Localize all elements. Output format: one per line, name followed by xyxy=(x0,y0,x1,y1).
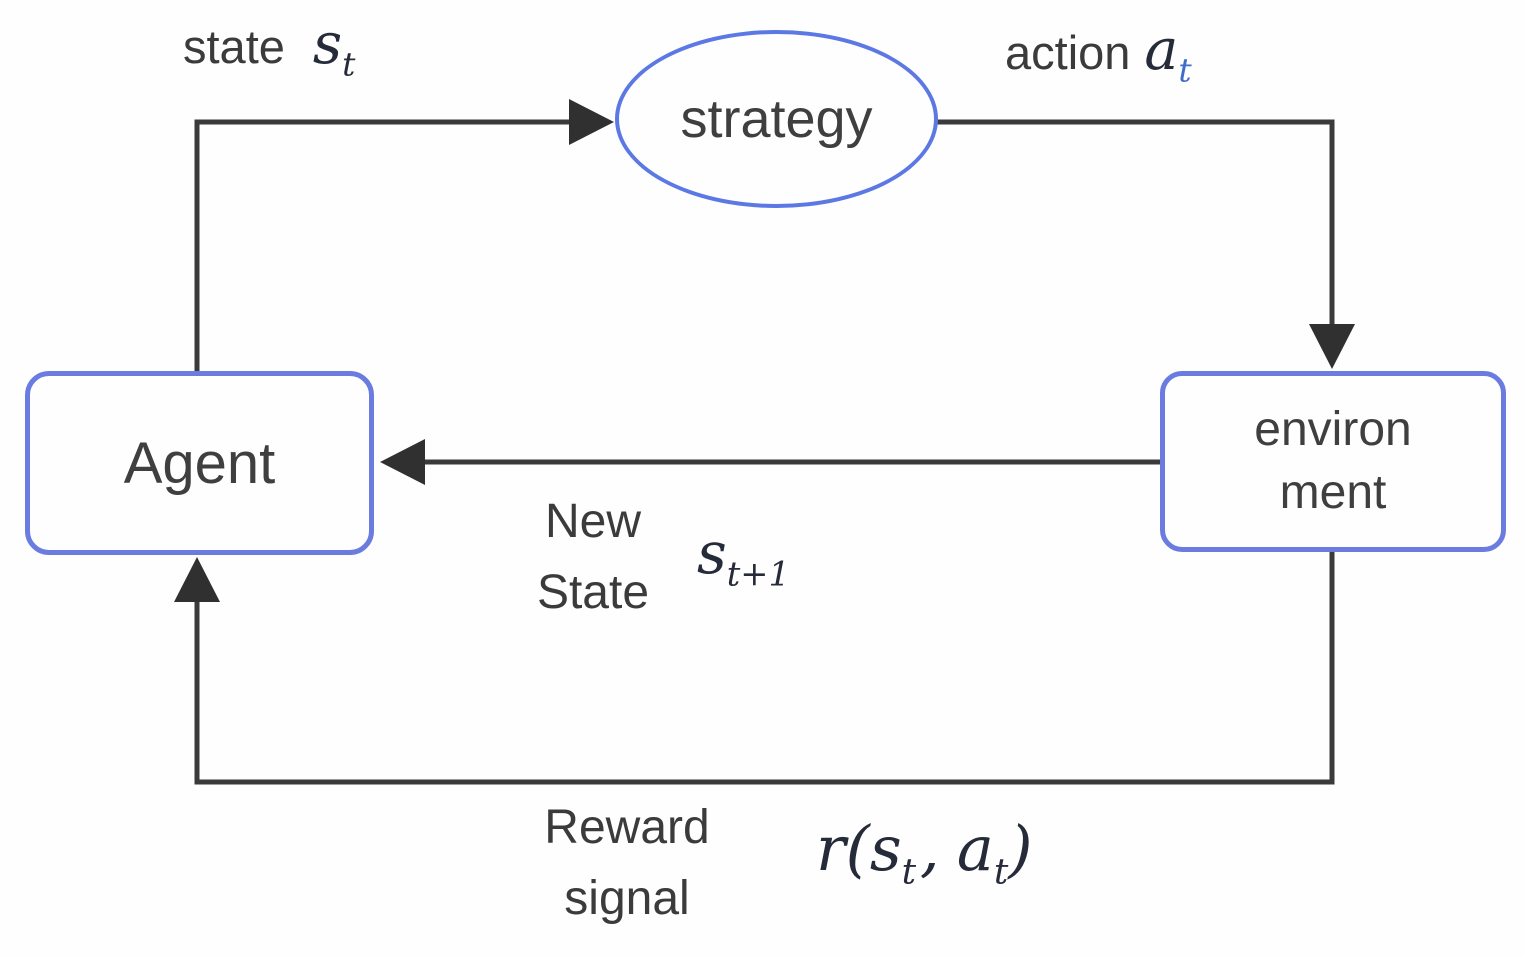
reward-formula-open-paren: ( xyxy=(845,812,870,885)
reward-formula-arg2-subscript: t xyxy=(993,851,1009,893)
reward-arrow xyxy=(174,551,1335,785)
reward-formula-comma: , xyxy=(919,812,940,885)
state-arrowhead-icon xyxy=(569,99,614,145)
action-arrow-line xyxy=(937,119,1335,330)
environment-node: environ ment xyxy=(1160,371,1506,552)
action-arrow xyxy=(937,119,1355,369)
state-word: state xyxy=(183,20,285,73)
action-symbol-subscript: t xyxy=(1178,50,1192,90)
agent-label: Agent xyxy=(123,430,276,496)
environment-label-line2: ment xyxy=(1279,465,1387,519)
new-state-arrow xyxy=(380,439,1160,485)
reward-arrowhead-icon xyxy=(174,557,220,602)
action-edge-label: action at xyxy=(1005,22,1192,90)
state-symbol: st xyxy=(313,16,356,84)
reward-word-line2: signal xyxy=(564,872,690,926)
state-edge-label: state st xyxy=(183,16,356,84)
reward-edge-label: Reward signal xyxy=(527,792,727,934)
reward-formula-close-paren: ) xyxy=(1008,812,1033,885)
reward-formula-fn: r xyxy=(816,812,846,885)
reward-formula-arg1-subscript: t xyxy=(901,851,917,893)
strategy-node: strategy xyxy=(615,30,938,208)
reward-formula-arg2: a xyxy=(956,812,994,885)
state-symbol-subscript: t xyxy=(342,44,356,84)
reward-formula: r(st,at) xyxy=(816,818,1033,890)
state-arrow-line xyxy=(194,119,572,371)
action-symbol: at xyxy=(1144,22,1192,90)
new-state-arrowhead-icon xyxy=(380,439,425,485)
action-word: action xyxy=(1005,26,1131,79)
new-state-edge-label: New State xyxy=(522,486,664,628)
environment-label-line1: environ xyxy=(1254,403,1412,457)
reward-formula-arg1: s xyxy=(869,812,902,885)
state-symbol-letter: s xyxy=(312,11,343,77)
new-state-symbol-subscript: t+1 xyxy=(726,554,790,594)
new-state-word-line1: New xyxy=(544,495,642,548)
action-symbol-letter: a xyxy=(1144,17,1179,83)
state-arrow xyxy=(194,99,614,371)
reward-word-line1: Reward xyxy=(544,801,710,854)
new-state-symbol: st+1 xyxy=(697,524,790,591)
agent-node: Agent xyxy=(25,371,374,555)
new-state-word-line2: State xyxy=(536,566,650,620)
new-state-symbol-letter: s xyxy=(697,519,727,587)
strategy-label: strategy xyxy=(680,89,873,149)
action-arrowhead-icon xyxy=(1309,324,1355,369)
reward-arrow-line xyxy=(194,551,1335,785)
